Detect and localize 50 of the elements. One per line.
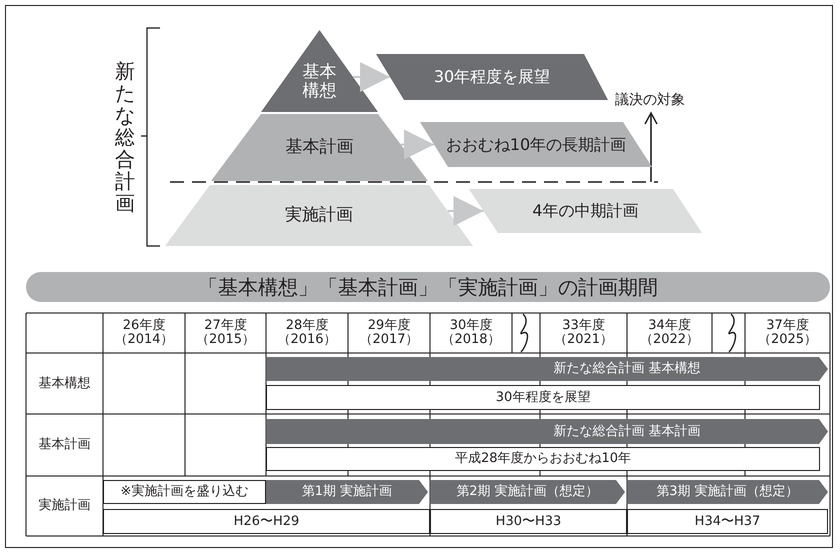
- box-label: H34〜H37: [694, 512, 760, 531]
- row-header: 基本構想: [38, 374, 90, 393]
- arrow-bar: [430, 480, 625, 504]
- column-header: 37年度（2025）: [758, 319, 818, 347]
- annotation-label: 議決の対象: [615, 91, 685, 110]
- column-header: 27年度（2015）: [196, 319, 256, 347]
- period-box: [103, 480, 266, 504]
- shape-label: 30年程度を展望: [434, 68, 550, 86]
- shape-label: 基本構想: [302, 63, 338, 101]
- bar-label: 第3期 実施計画（想定）: [656, 483, 799, 502]
- period-box: [103, 509, 430, 534]
- column-header: 30年度（2018）: [441, 319, 501, 347]
- shape-label: おおむね10年の長期計画: [446, 136, 626, 154]
- period-box: [266, 447, 820, 471]
- shape-label: 4年の中期計画: [532, 202, 639, 220]
- arrow-bar: [627, 480, 828, 504]
- bar-label: 新たな総合計画 基本計画: [553, 422, 701, 441]
- period-box: [266, 385, 820, 410]
- pyramid-tier: [211, 114, 428, 181]
- title-band: [26, 272, 830, 302]
- bar-label: 第2期 実施計画（想定）: [456, 483, 599, 502]
- box-label: 平成28年度からおおむね10年: [454, 450, 632, 468]
- shape-label: 実施計画: [285, 206, 353, 225]
- column-header: 34年度（2022）: [640, 319, 700, 347]
- column-header: 28年度（2016）: [277, 319, 337, 347]
- parallelogram-box: [376, 54, 608, 100]
- row-header: 基本計画: [38, 436, 90, 454]
- parallelogram-box: [469, 189, 702, 233]
- box-label: 30年程度を展望: [496, 388, 590, 407]
- arrow-bar: [266, 357, 828, 381]
- box-label: H26〜H29: [234, 512, 300, 531]
- box-label: H30〜H33: [496, 512, 562, 531]
- period-box: [627, 509, 828, 534]
- shape-label: 基本計画: [286, 138, 354, 157]
- column-header: 33年度（2021）: [554, 319, 614, 347]
- band-title: 「基本構想」「基本計画」「実施計画」の計画期間: [198, 274, 658, 301]
- row-header: 実施計画: [38, 497, 90, 516]
- pyramid-tier: [165, 185, 473, 246]
- box-label: ※実施計画を盛り込む: [120, 483, 248, 502]
- pyramid-tier: [261, 30, 378, 112]
- bar-label: 第1期 実施計画: [302, 483, 392, 502]
- arrow-bar: [266, 419, 828, 444]
- vertical-title: 新たな総合計画: [115, 60, 135, 217]
- arrow-bar: [266, 480, 428, 504]
- parallelogram-box: [420, 122, 652, 167]
- triangle-arrow: [353, 62, 390, 92]
- column-header: 26年度（2014）: [114, 319, 174, 347]
- column-header: 29年度（2017）: [359, 319, 419, 347]
- bar-label: 新たな総合計画 基本構想: [553, 360, 701, 378]
- period-box: [430, 509, 627, 534]
